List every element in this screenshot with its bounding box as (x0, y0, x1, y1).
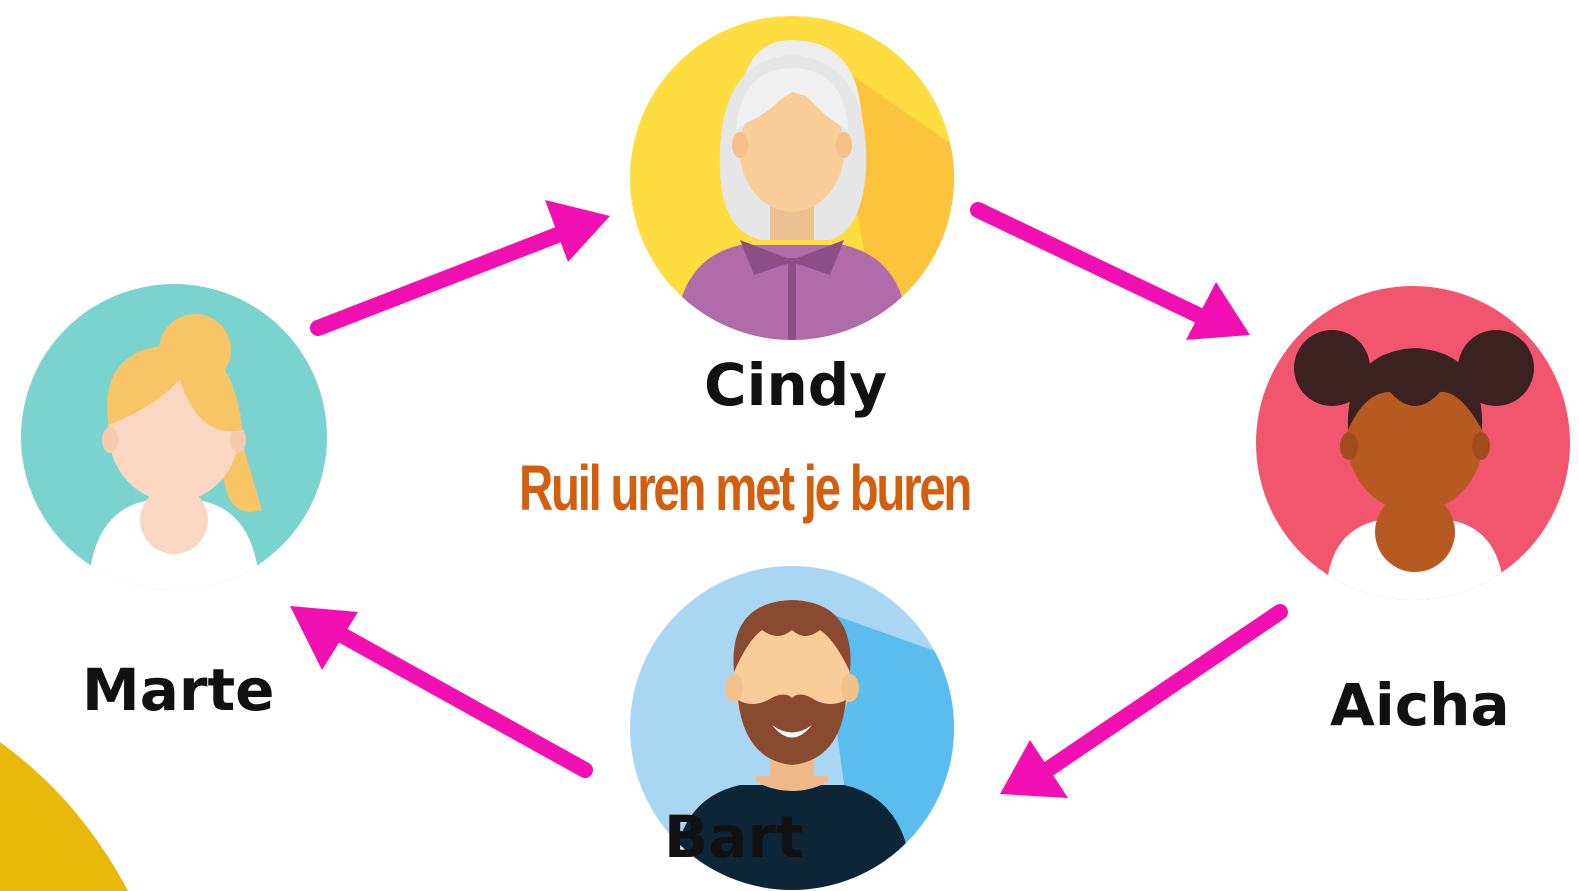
corner-decoration-shape (0, 742, 128, 891)
marte-avatar-icon (21, 284, 327, 590)
bart-name-label: Bart (664, 803, 804, 871)
arrow-marte-to-cindy (310, 200, 610, 336)
cindy-avatar-icon (630, 16, 954, 340)
diagram-title: Ruil uren met je buren (519, 452, 972, 524)
marte-name-label: Marte (82, 656, 275, 724)
aicha-avatar-icon (1256, 286, 1570, 600)
cindy-name-label: Cindy (704, 351, 888, 419)
arrow-cindy-to-aicha (970, 202, 1250, 340)
arrow-bart-to-marte (290, 606, 593, 778)
aicha-name-label: Aicha (1330, 671, 1510, 739)
arrow-aicha-to-bart (1000, 604, 1288, 798)
